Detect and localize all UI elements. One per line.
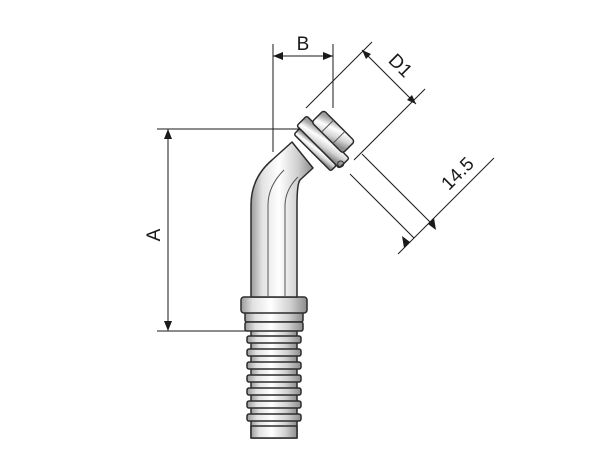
- dimension-a: A: [144, 128, 300, 332]
- bent-tube: [250, 141, 314, 298]
- dimension-a-label: A: [144, 228, 165, 241]
- dimension-offset: 14.5: [349, 154, 495, 255]
- nut: [294, 110, 355, 171]
- hose-tail: [246, 329, 302, 439]
- dimension-b-label: B: [297, 34, 310, 55]
- collar: [240, 296, 308, 332]
- fitting-body: [240, 110, 355, 439]
- dimension-offset-label: 14.5: [438, 154, 479, 195]
- dimension-b: B: [272, 34, 334, 152]
